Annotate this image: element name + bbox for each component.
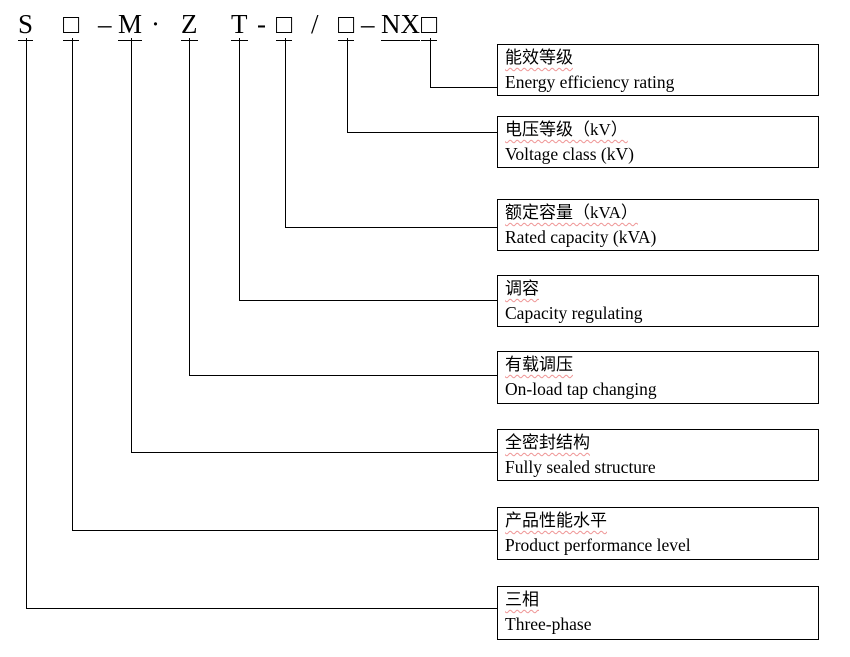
code-middle-dot: ·	[151, 9, 160, 39]
code-box-voltage: □	[338, 9, 355, 42]
label-zh-voltage-class: 电压等级（kV）	[505, 120, 628, 139]
label-box-on-load-tap: 有载调压 On-load tap changing	[497, 351, 819, 404]
code-hyphen: -	[257, 9, 266, 39]
label-zh-rated-capacity: 额定容量（kVA）	[505, 203, 638, 222]
label-zh-three-phase: 三相	[505, 590, 539, 609]
connector-energy-efficiency	[430, 38, 497, 88]
connector-on-load-tap	[189, 38, 497, 376]
label-zh-energy-efficiency: 能效等级	[505, 48, 573, 67]
label-box-capacity-regulating: 调容 Capacity regulating	[497, 275, 819, 327]
code-letter-s: S	[18, 9, 34, 42]
connector-performance-level	[72, 38, 497, 531]
label-box-fully-sealed: 全密封结构 Fully sealed structure	[497, 429, 819, 481]
label-en-performance-level: Product performance level	[505, 535, 691, 555]
label-en-fully-sealed: Fully sealed structure	[505, 457, 656, 477]
connector-capacity-regulating	[239, 38, 497, 301]
code-letter-t: T	[231, 9, 248, 42]
label-zh-capacity-regulating: 调容	[505, 279, 539, 298]
label-en-capacity-regulating: Capacity regulating	[505, 303, 643, 323]
label-en-rated-capacity: Rated capacity (kVA)	[505, 227, 657, 247]
label-zh-performance-level: 产品性能水平	[505, 511, 607, 530]
label-zh-on-load-tap: 有载调压	[505, 355, 573, 374]
code-dash-1: –	[98, 9, 112, 39]
code-box-capacity: □	[276, 9, 293, 42]
label-en-energy-efficiency: Energy efficiency rating	[505, 72, 675, 92]
label-zh-fully-sealed: 全密封结构	[505, 433, 590, 452]
code-letters-nx: NX	[381, 9, 420, 42]
code-slash: /	[311, 9, 319, 39]
label-box-voltage-class: 电压等级（kV） Voltage class (kV)	[497, 116, 819, 168]
connector-three-phase	[26, 38, 497, 609]
label-box-energy-efficiency: 能效等级 Energy efficiency rating	[497, 44, 819, 96]
label-en-voltage-class: Voltage class (kV)	[505, 144, 634, 164]
code-letter-m: M	[118, 9, 143, 42]
code-box-performance: □	[63, 9, 80, 42]
code-dash-2: –	[361, 9, 375, 39]
code-box-energy: □	[421, 9, 438, 42]
connector-voltage-class	[347, 38, 497, 133]
connector-rated-capacity	[285, 38, 497, 228]
code-letter-z: Z	[181, 9, 198, 42]
label-en-on-load-tap: On-load tap changing	[505, 379, 657, 399]
connector-fully-sealed	[131, 38, 497, 453]
label-box-rated-capacity: 额定容量（kVA） Rated capacity (kVA)	[497, 199, 819, 251]
label-box-performance-level: 产品性能水平 Product performance level	[497, 507, 819, 560]
label-en-three-phase: Three-phase	[505, 614, 592, 634]
label-box-three-phase: 三相 Three-phase	[497, 586, 819, 640]
